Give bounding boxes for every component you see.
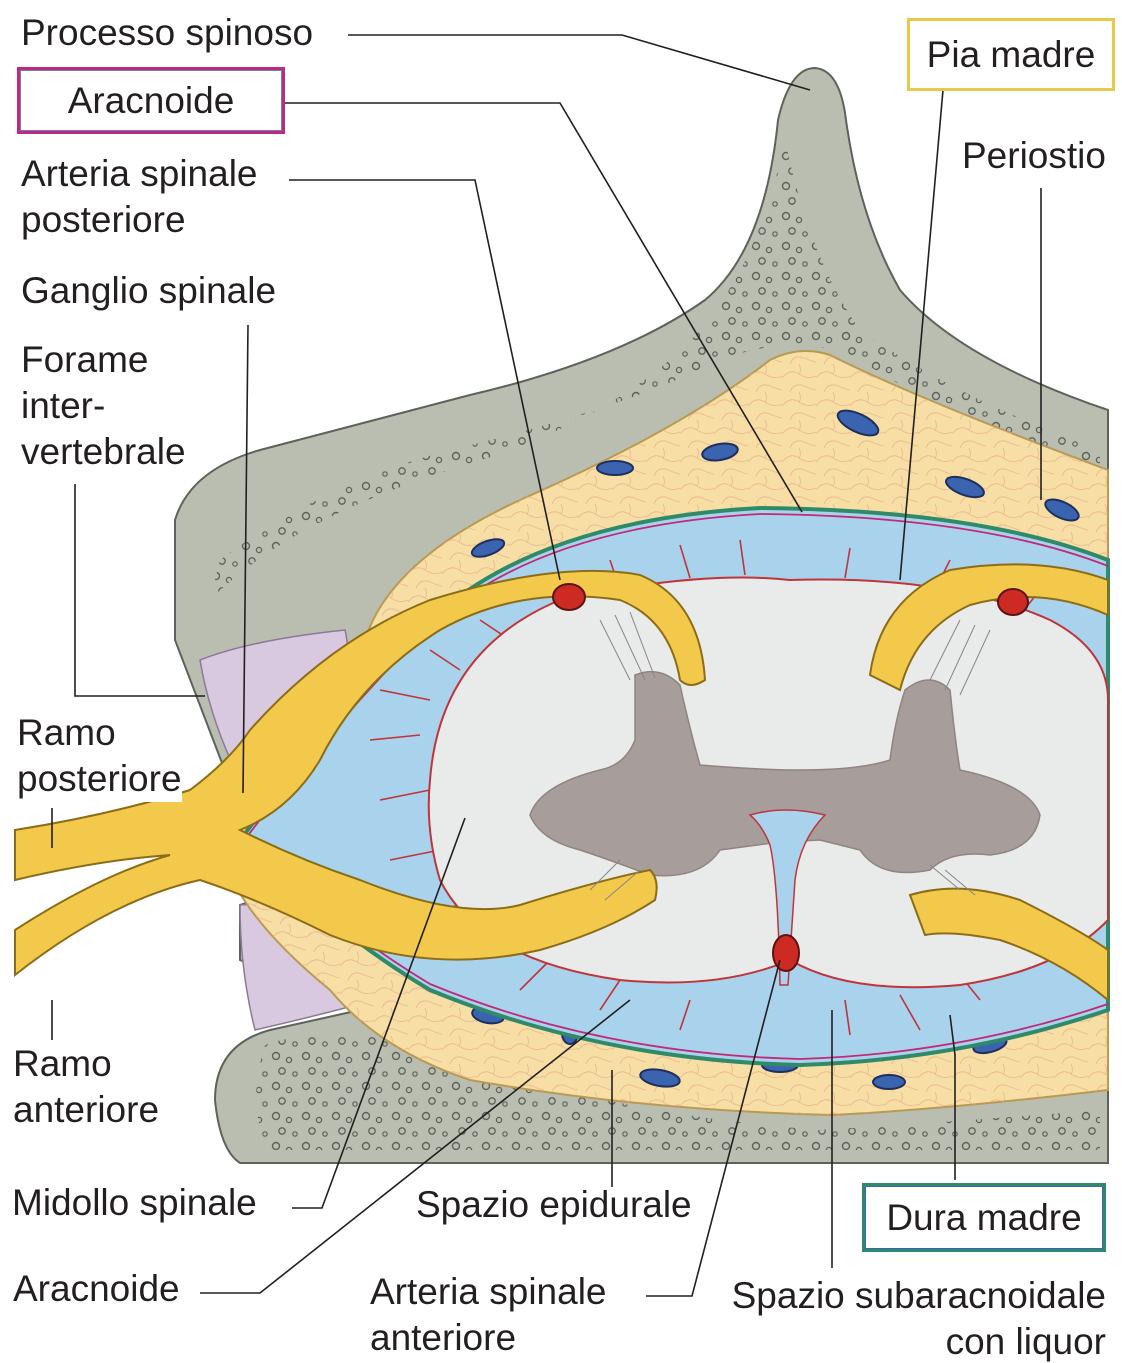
label-dura-madre: Dura madre <box>862 1183 1106 1252</box>
label-arteria-spinale-posteriore: Arteria spinale posteriore <box>21 151 258 243</box>
label-processo-spinoso: Processo spinoso <box>21 10 313 56</box>
label-ramo-posteriore: Ramo posteriore <box>17 710 182 802</box>
label-ramo-anteriore: Ramo anteriore <box>13 1041 159 1133</box>
label-spazio-subaracnoidale: Spazio subaracnoidale con liquor <box>732 1273 1106 1363</box>
label-aracnoide-top: Aracnoide <box>17 67 285 134</box>
label-arteria-spinale-anteriore: Arteria spinale anteriore <box>370 1269 607 1361</box>
label-pia-madre: Pia madre <box>907 18 1115 91</box>
label-spazio-epidurale: Spazio epidurale <box>416 1182 692 1228</box>
label-periostio: Periostio <box>962 133 1106 179</box>
label-aracnoide-bottom: Aracnoide <box>13 1266 180 1312</box>
label-midollo-spinale: Midollo spinale <box>12 1180 257 1226</box>
label-forame-intervertebrale: Forame inter- vertebrale <box>21 337 186 475</box>
label-ganglio-spinale: Ganglio spinale <box>21 268 276 314</box>
